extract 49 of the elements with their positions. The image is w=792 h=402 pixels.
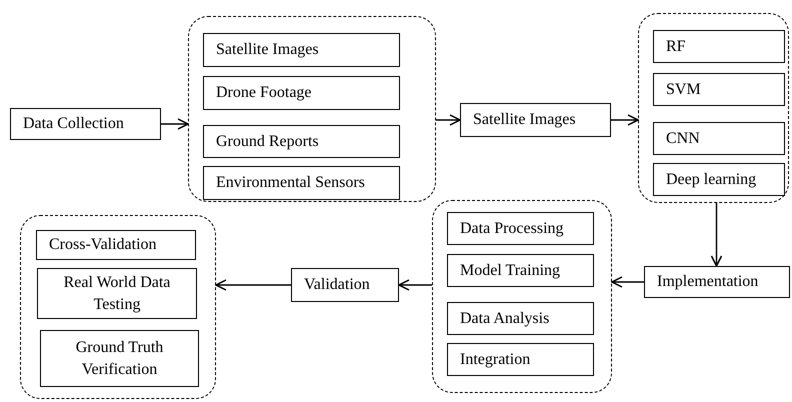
arrow [436, 114, 461, 126]
process-box [653, 30, 785, 63]
group-container [432, 200, 612, 393]
process-box [40, 330, 199, 387]
box-label: Satellite Images [473, 110, 576, 130]
process-box [291, 268, 399, 302]
process-box [203, 76, 400, 110]
arrow [710, 203, 722, 267]
arrow [215, 279, 291, 291]
process-box [447, 343, 594, 376]
arrow [161, 118, 189, 130]
process-box [653, 163, 785, 196]
process-box [10, 108, 161, 140]
arrow [398, 279, 432, 291]
box-label: RF [666, 36, 686, 56]
box-label: Integration [460, 350, 530, 370]
process-box [447, 302, 594, 335]
process-box [460, 103, 611, 137]
box-label: Ground Reports [216, 132, 319, 152]
process-box [447, 212, 594, 245]
box-label: Cross-Validation [49, 235, 157, 255]
box-label: Environmental Sensors [216, 173, 365, 193]
box-label: Data Processing [460, 218, 564, 238]
box-label: Validation [304, 275, 370, 295]
box-label: Implementation [657, 272, 758, 292]
process-box [36, 230, 196, 260]
group-container [638, 13, 789, 203]
box-label: Model Training [460, 260, 560, 280]
arrow [611, 276, 644, 288]
process-box [203, 166, 400, 200]
box-label: Data Collection [23, 114, 124, 134]
box-label: Deep learning [666, 170, 756, 190]
group-container [188, 16, 436, 202]
arrow [611, 114, 639, 126]
box-label: SVM [666, 80, 701, 100]
box-label: Real World Data Testing [62, 272, 172, 314]
process-box [447, 254, 594, 287]
process-box [653, 122, 785, 155]
process-box [203, 33, 400, 67]
process-box [37, 268, 197, 319]
box-label: Satellite Images [216, 40, 319, 60]
process-box [644, 266, 790, 298]
box-label: Ground Truth Verification [74, 338, 164, 380]
process-box [653, 73, 785, 106]
process-box [203, 125, 400, 158]
box-label: CNN [666, 128, 700, 148]
box-label: Drone Footage [216, 83, 312, 103]
box-label: Data Analysis [460, 308, 550, 328]
group-container [20, 215, 216, 399]
